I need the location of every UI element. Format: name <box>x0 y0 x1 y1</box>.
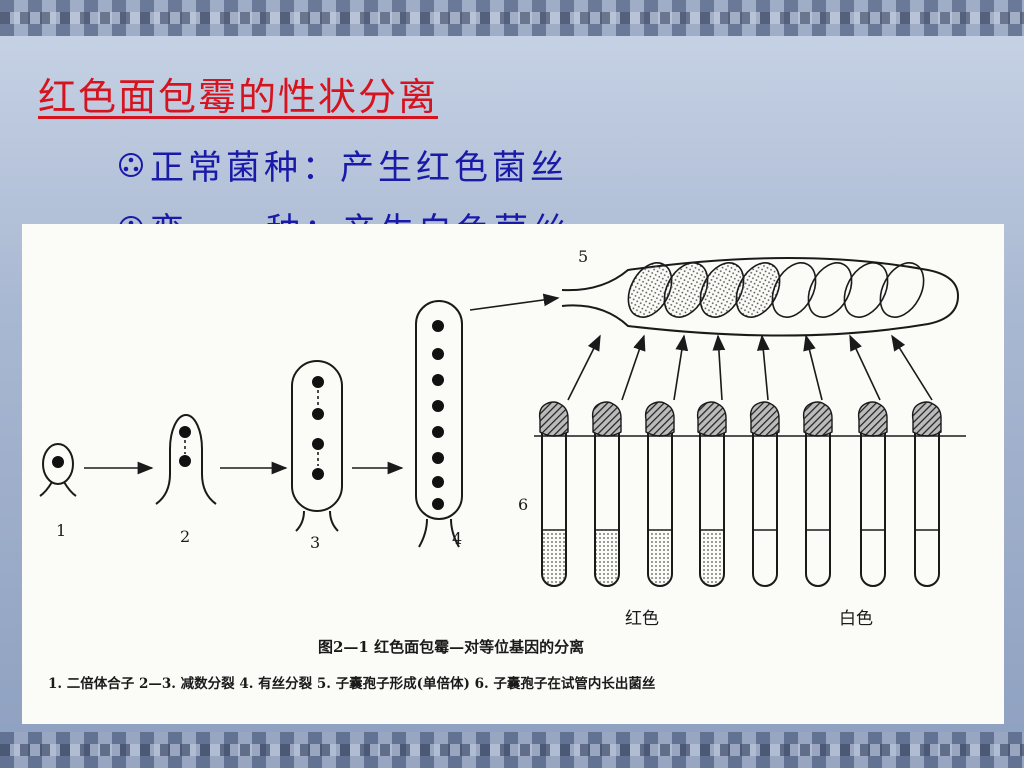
slide-title: 红色面包霉的性状分离 <box>38 75 439 119</box>
stage-6-test-tubes <box>538 401 942 587</box>
figure-caption: 图2—1 红色面包霉—对等位基因的分离 <box>318 638 584 656</box>
test-tube <box>591 401 622 587</box>
tube-to-spore-arrows <box>567 334 933 401</box>
stage-4-mitosis <box>415 300 463 548</box>
stage-number-3: 3 <box>310 533 320 552</box>
test-tube <box>911 401 942 587</box>
stage-number-2: 2 <box>180 527 190 546</box>
stage-number-6: 6 <box>518 495 528 514</box>
label-red: 红色 <box>625 609 659 629</box>
test-tube <box>644 401 675 587</box>
test-tube <box>749 401 780 587</box>
arrow-4-5 <box>469 293 560 311</box>
label-white: 白色 <box>839 609 873 629</box>
test-tube <box>857 401 888 587</box>
decorative-top-band <box>0 0 1024 36</box>
stage-3-meiosis <box>291 360 343 532</box>
stage-number-5: 5 <box>578 247 588 266</box>
stage-number-1: 1 <box>56 521 66 540</box>
bullet-icon <box>119 152 143 177</box>
stage-1-zygote <box>39 443 77 497</box>
neurospora-segregation-figure: 1 2 3 4 5 6 红色 白色 图2—1 红色面包霉—对等位基因的分离 1.… <box>22 224 1004 724</box>
bullet-normal-strain: 正常菌种： 产生红色菌丝 <box>118 140 568 189</box>
test-tube <box>538 401 569 587</box>
stage-5-ascus <box>561 257 960 337</box>
bullet-label: 正常菌种： <box>150 148 340 188</box>
bullet-text: 产生红色菌丝 <box>340 148 568 188</box>
test-tube <box>696 401 727 587</box>
decorative-bottom-band <box>0 732 1024 768</box>
stage-2-meiosis <box>155 414 217 505</box>
figure-legend: 1. 二倍体合子 2—3. 减数分裂 4. 有丝分裂 5. 子囊孢子形成(单倍体… <box>48 675 656 692</box>
test-tube <box>802 401 833 587</box>
stage-number-4: 4 <box>452 529 462 548</box>
